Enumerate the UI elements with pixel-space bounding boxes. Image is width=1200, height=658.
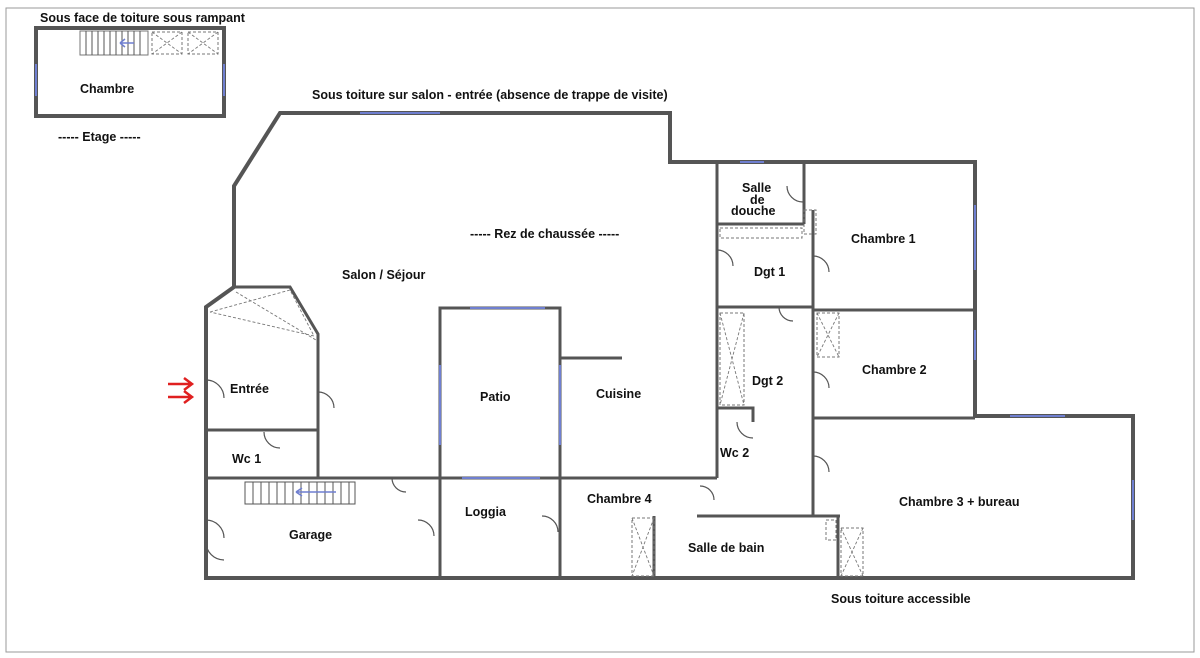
entry-arrows — [168, 377, 195, 404]
label-sous-toiture-salon: Sous toiture sur salon - entrée (absence… — [312, 88, 668, 102]
label-dgt-1: Dgt 1 — [754, 265, 785, 279]
label-entree: Entrée — [230, 382, 269, 396]
upper-stairs — [79, 30, 149, 56]
label-etage: ----- Etage ----- — [58, 130, 141, 144]
label-chambre-2: Chambre 2 — [862, 363, 927, 377]
label-salle-douche-1: Salle — [742, 181, 771, 195]
label-wc-2: Wc 2 — [720, 446, 749, 460]
label-wc-1: Wc 1 — [232, 452, 261, 466]
label-cuisine: Cuisine — [596, 387, 641, 401]
cupboards — [209, 209, 864, 577]
drawing-frame — [5, 7, 1195, 653]
doors — [205, 185, 830, 561]
label-loggia: Loggia — [465, 505, 507, 519]
label-chambre-4: Chambre 4 — [587, 492, 652, 506]
label-sous-face-toiture: Sous face de toiture sous rampant — [40, 11, 246, 25]
label-chambre-1: Chambre 1 — [851, 232, 916, 246]
upper-cupboard-2 — [187, 31, 219, 55]
label-patio: Patio — [480, 390, 511, 404]
upper-cupboard-1 — [151, 31, 183, 55]
upper-stairs-arrow — [119, 38, 134, 48]
label-salon-sejour: Salon / Séjour — [342, 268, 425, 282]
upper-floor-walls — [34, 26, 226, 118]
label-salle-douche-3: douche — [731, 204, 775, 218]
label-salle-de-bain: Salle de bain — [688, 541, 764, 555]
garage-stairs — [244, 481, 356, 505]
label-salle-douche-2: de — [750, 193, 765, 207]
garage-stairs-arrow — [295, 487, 336, 497]
label-chambre-etage: Chambre — [80, 82, 134, 96]
ground-floor-windows — [360, 112, 1134, 520]
label-garage: Garage — [289, 528, 332, 542]
label-dgt-2: Dgt 2 — [752, 374, 783, 388]
label-rez-de-chaussee: ----- Rez de chaussée ----- — [470, 227, 619, 241]
upper-floor-plan — [34, 26, 226, 118]
label-sous-toiture-accessible: Sous toiture accessible — [831, 592, 971, 606]
label-chambre-3-bureau: Chambre 3 + bureau — [899, 495, 1020, 509]
